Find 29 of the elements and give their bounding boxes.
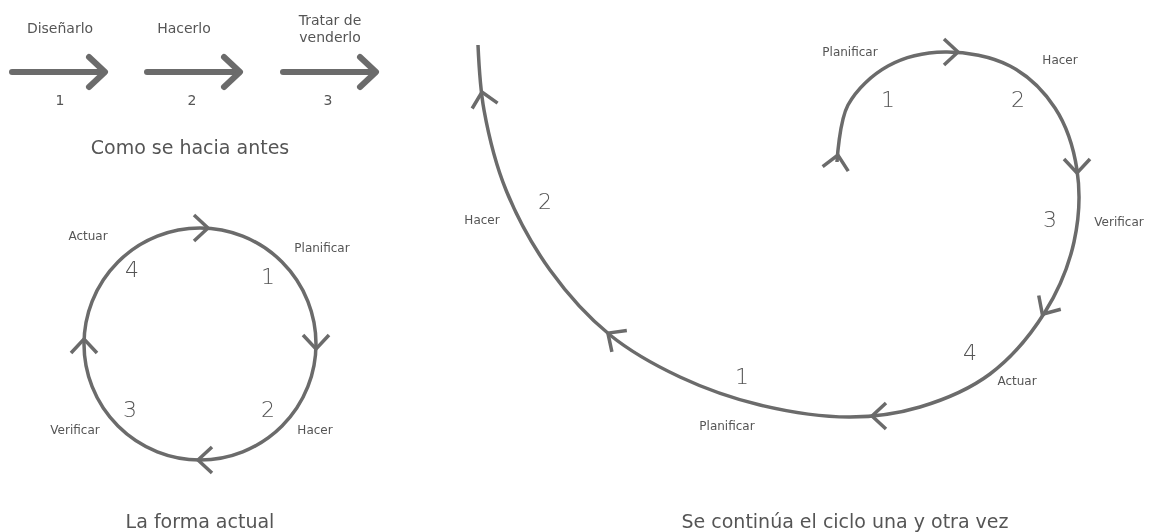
caption: La forma actual bbox=[125, 509, 275, 532]
phase-number: 2 bbox=[261, 396, 275, 424]
phase-label: Actuar bbox=[997, 373, 1037, 389]
phase-label: Planificar bbox=[699, 418, 755, 434]
phase-number: 2 bbox=[538, 188, 552, 216]
phase-label: Planificar bbox=[822, 44, 878, 60]
caption: Se continúa el ciclo una y otra vez bbox=[681, 509, 1009, 532]
phase-number: 1 bbox=[261, 263, 275, 291]
step-label: Hacerlo bbox=[157, 19, 211, 37]
step-number: 2 bbox=[187, 91, 197, 109]
phase-number: 3 bbox=[123, 396, 137, 424]
step-label: Diseñarlo bbox=[26, 19, 94, 37]
phase-label: Verificar bbox=[1094, 214, 1144, 230]
phase-label: Verificar bbox=[50, 422, 100, 438]
phase-label: Hacer bbox=[297, 422, 333, 438]
phase-label: Actuar bbox=[68, 228, 108, 244]
phase-label: Hacer bbox=[1042, 52, 1078, 68]
phase-number: 2 bbox=[1011, 86, 1025, 114]
phase-number: 1 bbox=[735, 363, 749, 391]
phase-label: Planificar bbox=[294, 240, 350, 256]
phase-number: 1 bbox=[881, 86, 895, 114]
step-number: 1 bbox=[55, 91, 65, 109]
phase-label: Hacer bbox=[464, 212, 500, 228]
step-label: Tratar de venderlo bbox=[297, 12, 363, 46]
phase-number: 4 bbox=[125, 256, 139, 284]
caption: Como se hacia antes bbox=[90, 135, 290, 159]
phase-number: 3 bbox=[1043, 206, 1057, 234]
step-number: 3 bbox=[323, 91, 333, 109]
phase-number: 4 bbox=[963, 339, 977, 367]
